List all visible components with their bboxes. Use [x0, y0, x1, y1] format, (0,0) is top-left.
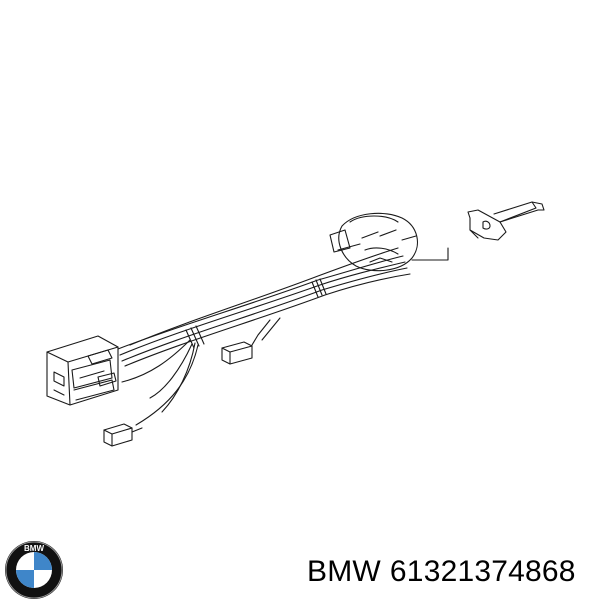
bmw-roundel-icon: BMW	[5, 541, 63, 599]
logo-lettering: BMW	[24, 544, 44, 553]
bundle-clip	[185, 278, 327, 349]
part-number: 61321374868	[389, 555, 576, 588]
ignition-key-pin	[467, 201, 545, 241]
small-connector-lower	[103, 423, 143, 447]
brand-name: BMW	[307, 555, 381, 588]
wire-bundle	[117, 247, 411, 367]
small-connector-middle	[221, 341, 253, 365]
wiring-harness-diagram	[46, 201, 545, 447]
leader-line	[411, 247, 449, 261]
ignition-switch-housing	[329, 212, 418, 272]
multi-pin-connector	[46, 335, 119, 406]
branch-wires	[121, 317, 281, 426]
